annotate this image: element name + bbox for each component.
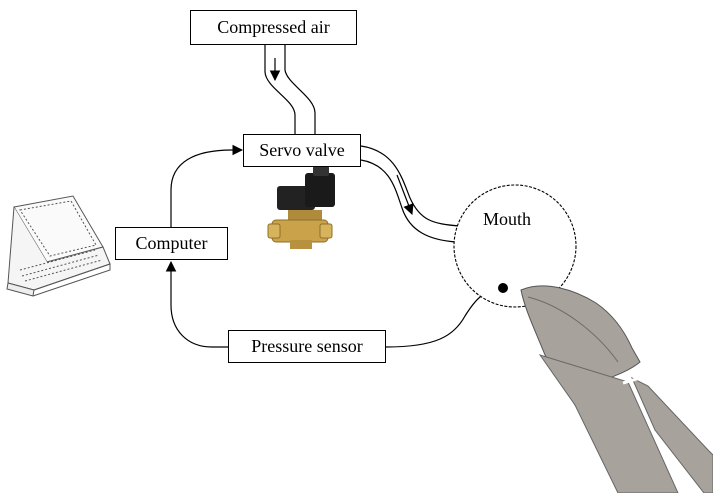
- signal-computer-to-valve: [170, 144, 244, 227]
- air-tube-to-mouth: [360, 145, 461, 243]
- computer-label: Computer: [135, 233, 208, 253]
- compressed-air-node: Compressed air: [190, 10, 357, 45]
- laptop-illustration: [6, 195, 111, 297]
- pressure-port-dot: [498, 283, 508, 293]
- compressed-air-label: Compressed air: [217, 17, 330, 37]
- servo-valve-label: Servo valve: [259, 140, 345, 160]
- pressure-sensor-node: Pressure sensor: [228, 330, 386, 363]
- mouth-label: Mouth: [483, 209, 532, 229]
- mouth-chamber: [453, 184, 577, 308]
- air-tube-supply: [264, 45, 316, 134]
- clarinet-illustration: [520, 285, 713, 493]
- computer-node: Computer: [115, 227, 228, 260]
- solenoid-valve-illustration: [267, 166, 335, 249]
- signal-sensor-to-computer: [165, 260, 228, 348]
- servo-valve-node: Servo valve: [243, 134, 361, 167]
- pressure-sensor-label: Pressure sensor: [251, 336, 363, 356]
